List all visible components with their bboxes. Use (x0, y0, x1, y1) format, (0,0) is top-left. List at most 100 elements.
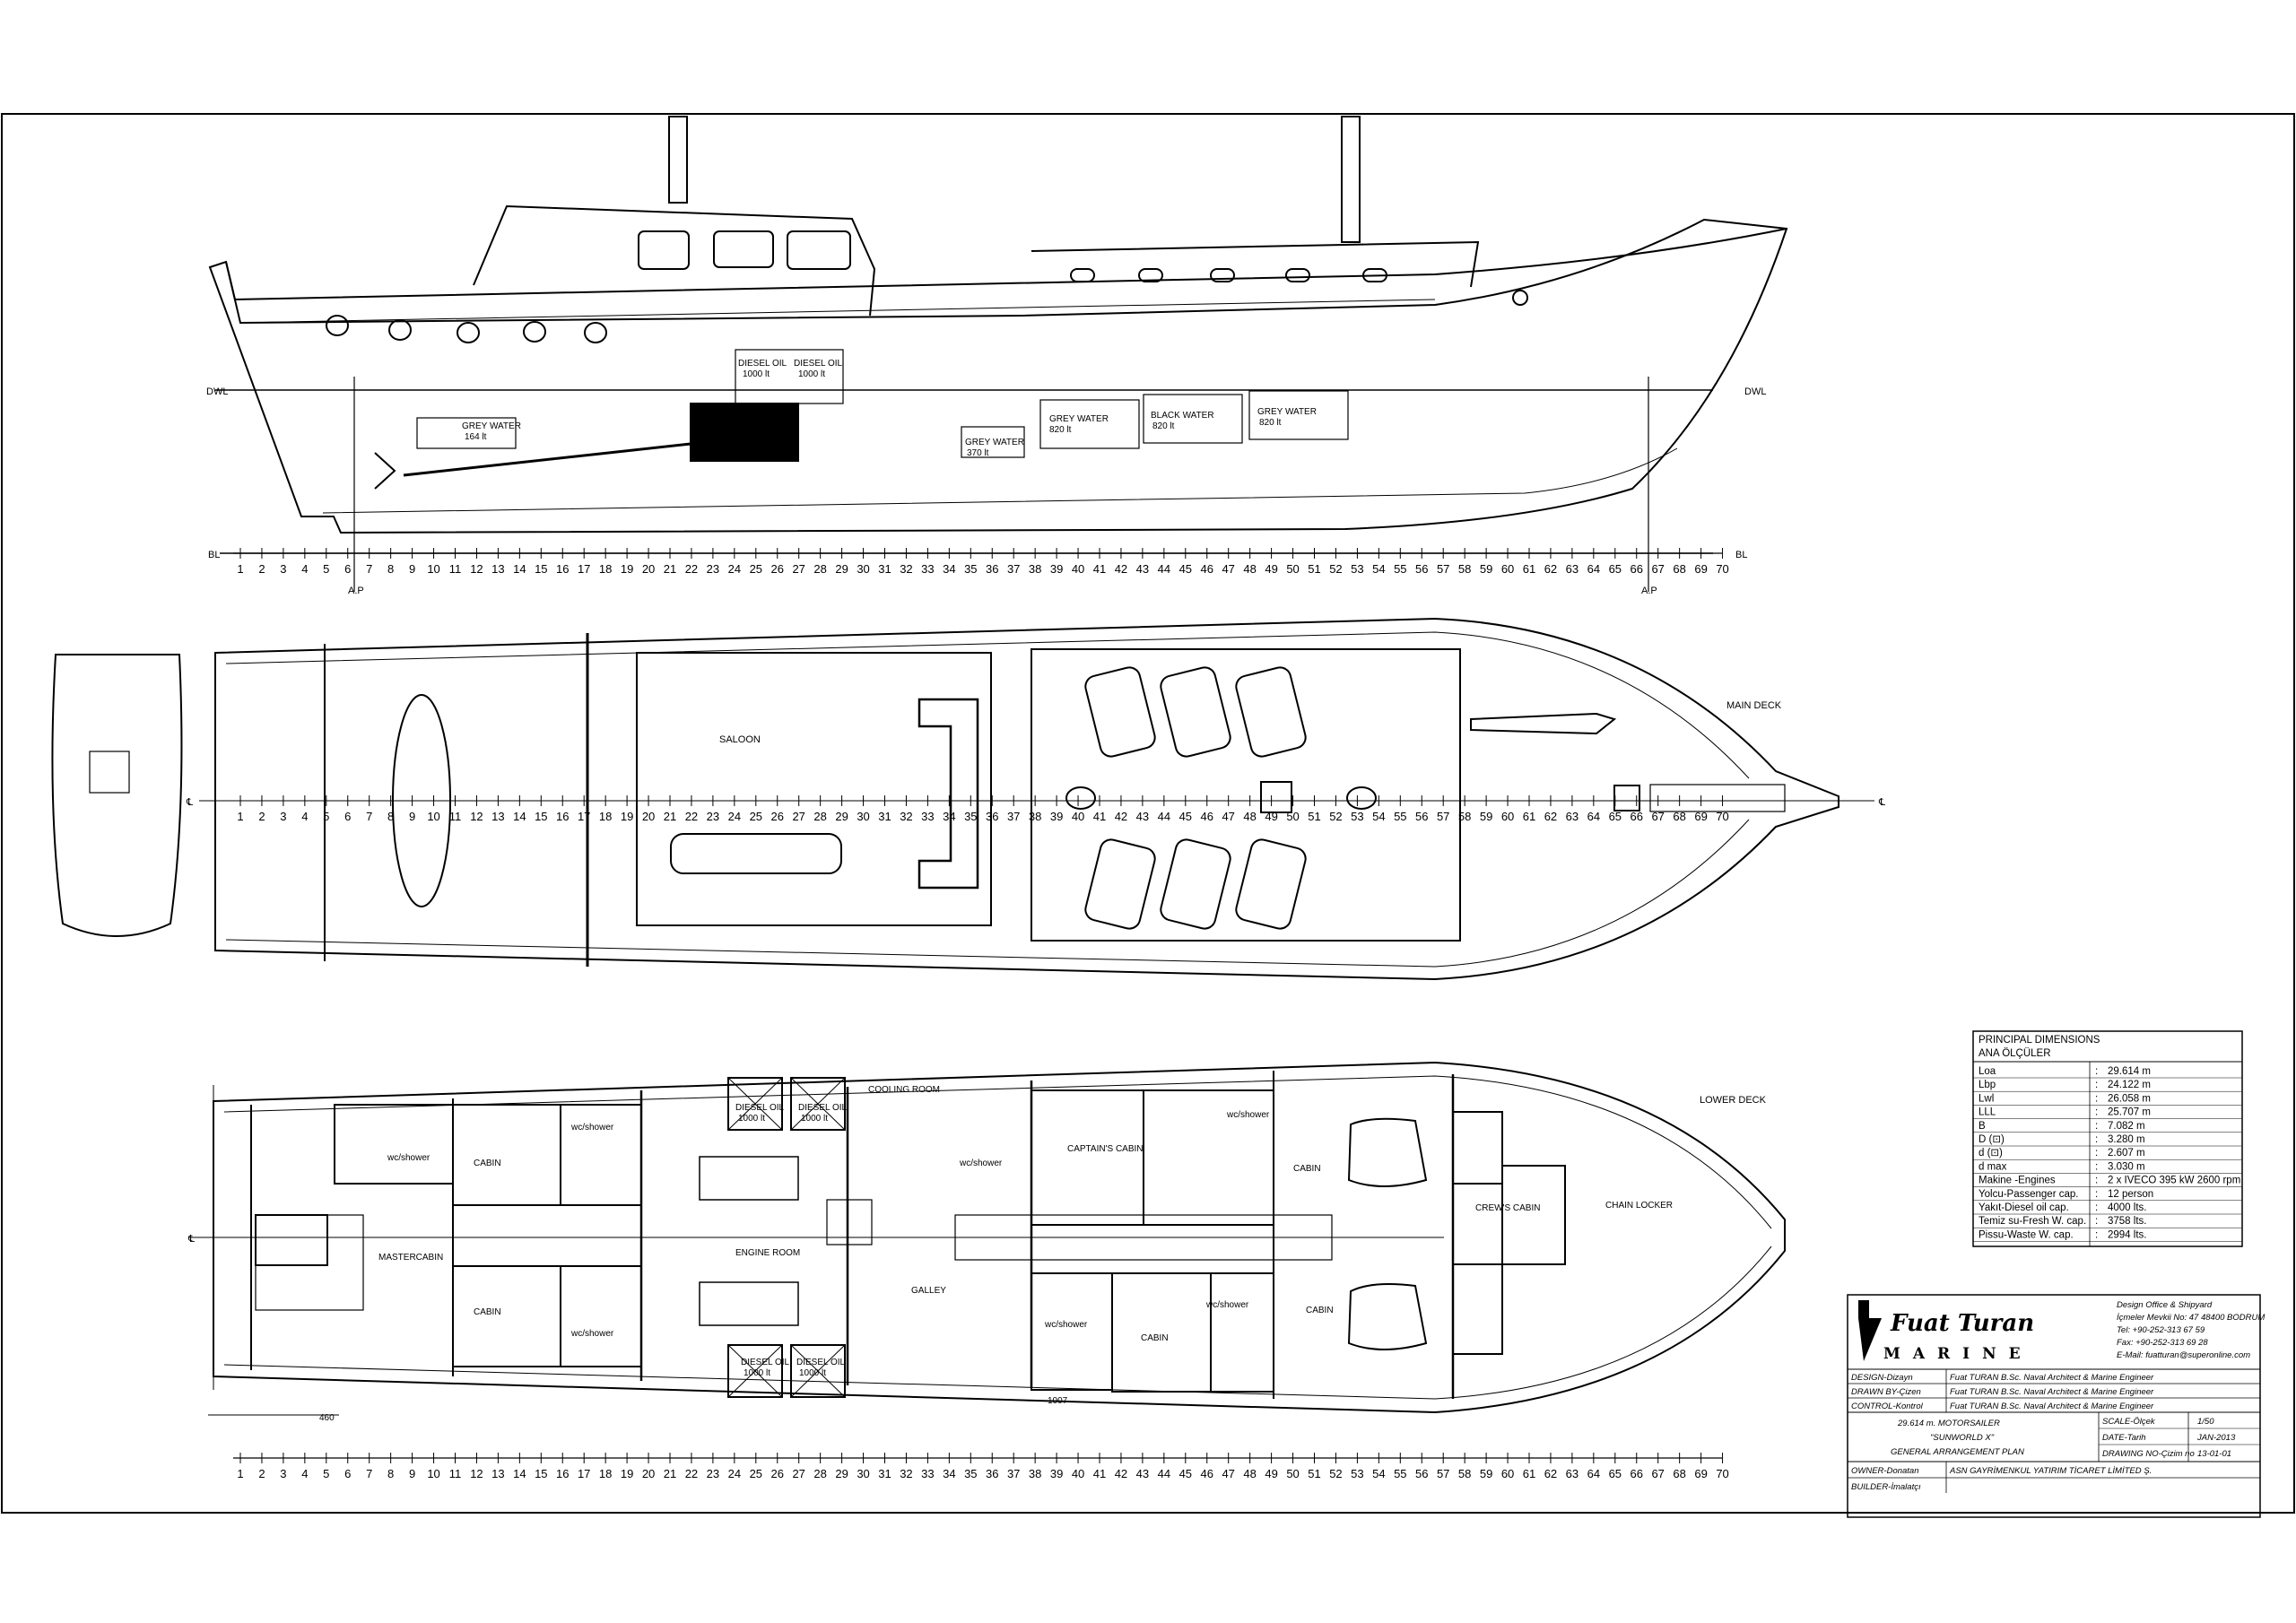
logo-text: Fuat Turan (1890, 1310, 2034, 1337)
frame-number: 25 (750, 810, 762, 823)
wc-room (560, 1265, 642, 1367)
frame-number: 14 (513, 810, 526, 823)
frame-number: 63 (1566, 810, 1578, 823)
profile-tank-labels: GREY WATER 164 lt DIESEL OIL 1000 lt DIE… (462, 359, 1317, 458)
dimension-key: d max (1979, 1161, 2007, 1172)
frame-number: 15 (535, 1467, 547, 1480)
frame-number: 52 (1329, 562, 1342, 576)
deck-hatch (1065, 786, 1096, 810)
frame-number: 64 (1587, 810, 1600, 823)
engine-block (690, 403, 799, 462)
tank-diagonal (790, 1077, 846, 1131)
dimension-separator: : (2095, 1121, 2098, 1132)
frame-number: 69 (1694, 562, 1707, 576)
frame-number: 16 (556, 810, 569, 823)
frame-number: 5 (323, 1467, 329, 1480)
frame-number: 63 (1566, 562, 1578, 576)
frame-number: 40 (1072, 562, 1084, 576)
room-label: CHAIN LOCKER (1605, 1201, 1673, 1211)
frame-number: 61 (1523, 562, 1535, 576)
frame-number: 21 (664, 562, 676, 576)
diesel-tank (727, 1077, 783, 1131)
companionway (918, 698, 979, 890)
row-value: Fuat TURAN B.Sc. Naval Architect & Marin… (1950, 1402, 2154, 1411)
dimensions-frame (1972, 1030, 2243, 1247)
frame-number: 18 (599, 562, 612, 576)
wc-label: wc/shower (959, 1159, 1003, 1168)
frame-number: 46 (1201, 562, 1213, 576)
frame-number: 3 (280, 562, 286, 576)
frame-number: 55 (1394, 810, 1406, 823)
frame-number: 68 (1673, 562, 1685, 576)
dimension-key: LLL (1979, 1107, 1996, 1118)
frame-number: 22 (685, 562, 698, 576)
tank-label: BLACK WATER (1151, 411, 1214, 421)
hull-inner (223, 1075, 1772, 1229)
frame-number: 67 (1651, 1467, 1664, 1480)
frame-number: 14 (513, 562, 526, 576)
aft-mast (668, 116, 688, 204)
frame-number: 10 (427, 562, 439, 576)
frame-number: 45 (1179, 562, 1192, 576)
frame-number: 4 (301, 562, 308, 576)
frame-number: 27 (792, 810, 804, 823)
frame-number: 18 (599, 810, 612, 823)
frame-number: 15 (535, 810, 547, 823)
frame-number: 31 (878, 810, 891, 823)
tank-value: 1000 lt (798, 369, 825, 379)
title-block: Fuat Turan MARINE Design Office & Shipya… (1847, 1294, 2265, 1518)
porthole (1362, 268, 1387, 282)
frame-number: 39 (1050, 1467, 1063, 1480)
frame-number: 26 (771, 1467, 784, 1480)
frame-number: 63 (1566, 1467, 1578, 1480)
bulwark-inner (225, 631, 1750, 779)
dimension-key: d (⊡) (1979, 1148, 2003, 1159)
tank-box (1248, 390, 1349, 440)
frame-number: 39 (1050, 810, 1063, 823)
drawing-border (1, 113, 2295, 1514)
frame-number: 11 (449, 1467, 462, 1480)
frame-number: 37 (1007, 1467, 1020, 1480)
frame-number: 19 (621, 562, 633, 576)
wc-room (334, 1104, 454, 1185)
tank-label: DIESEL OIL (741, 1358, 790, 1367)
owner-value: ASN GAYRİMENKUL YATIRIM TİCARET LİMİTED … (1949, 1466, 2152, 1476)
frame-number: 30 (857, 1467, 869, 1480)
frame-number: 51 (1308, 810, 1320, 823)
frame-number: 70 (1716, 562, 1728, 576)
tank-label: GREY WATER (1257, 407, 1317, 417)
engine (699, 1156, 799, 1201)
captains-cabin (1031, 1089, 1144, 1226)
frame-number: 52 (1329, 810, 1342, 823)
frame-number: 46 (1201, 1467, 1213, 1480)
frame-number: 53 (1351, 810, 1363, 823)
tank-value: 820 lt (1259, 418, 1282, 428)
dimension-separator: : (2095, 1134, 2098, 1145)
frame-number: 40 (1072, 1467, 1084, 1480)
saloon-deckhouse (636, 652, 992, 926)
dimension-separator: : (2095, 1161, 2098, 1172)
room-label: COOLING ROOM (868, 1085, 940, 1095)
frame-number: 30 (857, 810, 869, 823)
frame-number: 36 (986, 810, 998, 823)
frame-number: 61 (1523, 810, 1535, 823)
saloon-table (670, 833, 842, 874)
room-label: CABIN (1141, 1333, 1169, 1343)
frame-number: 66 (1631, 1467, 1643, 1480)
master-bed (255, 1214, 364, 1311)
frame-number: 26 (771, 810, 784, 823)
tank-box (416, 417, 517, 449)
frame-number: 6 (344, 810, 351, 823)
frame-number: 36 (986, 562, 998, 576)
tank-label: DIESEL OIL (798, 1103, 848, 1113)
date-key: DATE-Tarih (2102, 1433, 2146, 1443)
frame-number: 13 (491, 810, 504, 823)
dimension-separator: : (2095, 1189, 2098, 1200)
frame-number: 67 (1651, 810, 1664, 823)
tank-diagonal (790, 1344, 846, 1398)
frame-number: 6 (344, 562, 351, 576)
frame-number: 12 (470, 1467, 483, 1480)
frame-number: 66 (1631, 562, 1643, 576)
frame-number: 19 (621, 810, 633, 823)
wc-room (1143, 1089, 1274, 1226)
